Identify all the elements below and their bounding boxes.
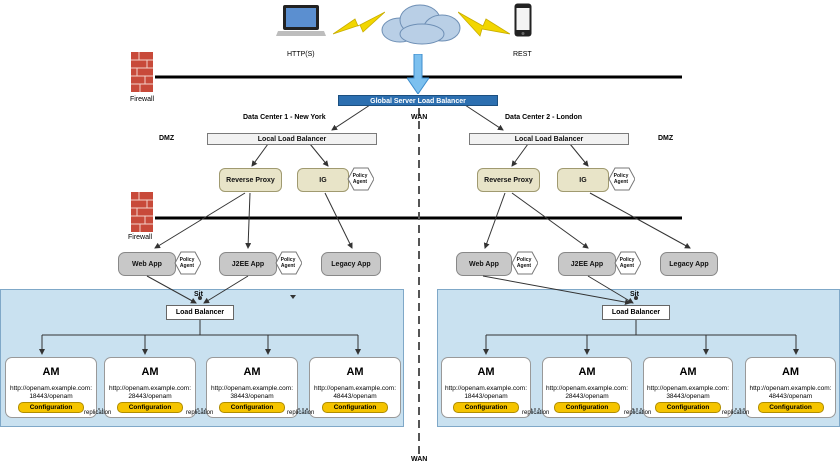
dc1-am-server: AM http://openam.example.com: 18443/open… [5, 357, 97, 418]
dc2-title: Data Center 2 - London [505, 114, 583, 121]
replication-label: replication [186, 410, 214, 416]
dc1-ig: IG [297, 168, 349, 192]
am-title: AM [781, 366, 800, 378]
dc1-sit-label: Sit [194, 291, 203, 298]
dc2-am-server: AM http://openam.example.com: 18443/open… [441, 357, 531, 418]
policy-agent-label: Policy Agent [619, 257, 635, 269]
am-title: AM [578, 366, 596, 378]
cloud-icon [378, 2, 464, 46]
am-title: AM [243, 366, 261, 378]
replication-label: replication [624, 410, 652, 416]
configuration-badge: Configuration [453, 402, 519, 413]
dc1-load-balancer: Load Balancer [166, 305, 234, 320]
configuration-badge: Configuration [219, 402, 285, 413]
replication-label: replication [84, 410, 112, 416]
am-url: http://openam.example.com: 18443/openam [9, 385, 92, 400]
am-title: AM [42, 366, 60, 378]
replication-label: replication [722, 410, 750, 416]
wan-label-bottom: WAN [411, 456, 428, 463]
dc2-am-server: AM http://openam.example.com: 38443/open… [643, 357, 733, 418]
policy-agent-label: Policy Agent [280, 257, 296, 269]
laptop-icon [276, 4, 326, 38]
dc2-am-server: AM http://openam.example.com: 28443/open… [542, 357, 632, 418]
dc2-legacy-app: Legacy App [660, 252, 718, 276]
am-url: http://openam.example.com: 38443/openam [210, 385, 293, 400]
am-url: http://openam.example.com: 48443/openam [749, 385, 832, 400]
firewall-icon [131, 52, 153, 92]
firewall-icon [131, 192, 153, 232]
dc1-legacy-app: Legacy App [321, 252, 381, 276]
dc2-sit-label: Sit [630, 291, 639, 298]
replication-label: replication [287, 410, 315, 416]
replication-label: replication [522, 410, 550, 416]
am-url: http://openam.example.com: 38443/openam [646, 385, 729, 400]
dc2-load-balancer: Load Balancer [602, 305, 670, 320]
configuration-badge: Configuration [322, 402, 388, 413]
am-title: AM [141, 366, 159, 378]
dc1-local-load-balancer: Local Load Balancer [207, 133, 377, 145]
dc2-webapp-policy-agent: Policy Agent [510, 251, 538, 275]
global-server-load-balancer: Global Server Load Balancer [338, 95, 498, 106]
am-title: AM [477, 366, 495, 378]
dc1-am-server: AM http://openam.example.com: 38443/open… [206, 357, 298, 418]
dc1-j2ee-app: J2EE App [219, 252, 277, 276]
policy-agent-label: Policy Agent [179, 257, 195, 269]
configuration-badge: Configuration [18, 402, 84, 413]
dc2-ig-policy-agent: Policy Agent [607, 167, 635, 191]
dc1-ig-policy-agent: Policy Agent [346, 167, 374, 191]
firewall-label: Firewall [128, 234, 153, 241]
dc2-reverse-proxy: Reverse Proxy [477, 168, 540, 192]
dc1-am-server: AM http://openam.example.com: 48443/open… [309, 357, 401, 418]
policy-agent-label: Policy Agent [613, 173, 629, 185]
configuration-badge: Configuration [117, 402, 183, 413]
firewall-label: Firewall [130, 96, 155, 103]
dc2-j2ee-policy-agent: Policy Agent [613, 251, 641, 275]
policy-agent-label: Policy Agent [516, 257, 532, 269]
configuration-badge: Configuration [554, 402, 620, 413]
dc2-dmz-label: DMZ [658, 135, 674, 142]
dc1-title: Data Center 1 - New York [243, 114, 326, 121]
rest-label: REST [513, 51, 532, 58]
am-url: http://openam.example.com: 28443/openam [545, 385, 628, 400]
http-label: HTTP(S) [287, 51, 315, 58]
am-url: http://openam.example.com: 48443/openam [313, 385, 396, 400]
dc1-j2ee-policy-agent: Policy Agent [274, 251, 302, 275]
dc1-webapp-policy-agent: Policy Agent [173, 251, 201, 275]
dc1-am-server: AM http://openam.example.com: 28443/open… [104, 357, 196, 418]
dc1-dmz-label: DMZ [159, 135, 175, 142]
dc2-local-load-balancer: Local Load Balancer [469, 133, 629, 145]
dc2-ig: IG [557, 168, 609, 192]
am-url: http://openam.example.com: 28443/openam [108, 385, 191, 400]
dc2-j2ee-app: J2EE App [558, 252, 616, 276]
wan-label-top: WAN [411, 114, 428, 121]
dc2-web-app: Web App [456, 252, 512, 276]
dc2-am-server: AM http://openam.example.com: 48443/open… [745, 357, 836, 418]
smartphone-icon [514, 3, 532, 37]
am-url: http://openam.example.com: 18443/openam [444, 385, 527, 400]
am-title: AM [346, 366, 364, 378]
policy-agent-label: Policy Agent [352, 173, 368, 185]
configuration-badge: Configuration [655, 402, 721, 413]
down-arrow-icon [406, 53, 430, 95]
dc1-reverse-proxy: Reverse Proxy [219, 168, 282, 192]
configuration-badge: Configuration [757, 402, 824, 413]
am-title: AM [679, 366, 697, 378]
